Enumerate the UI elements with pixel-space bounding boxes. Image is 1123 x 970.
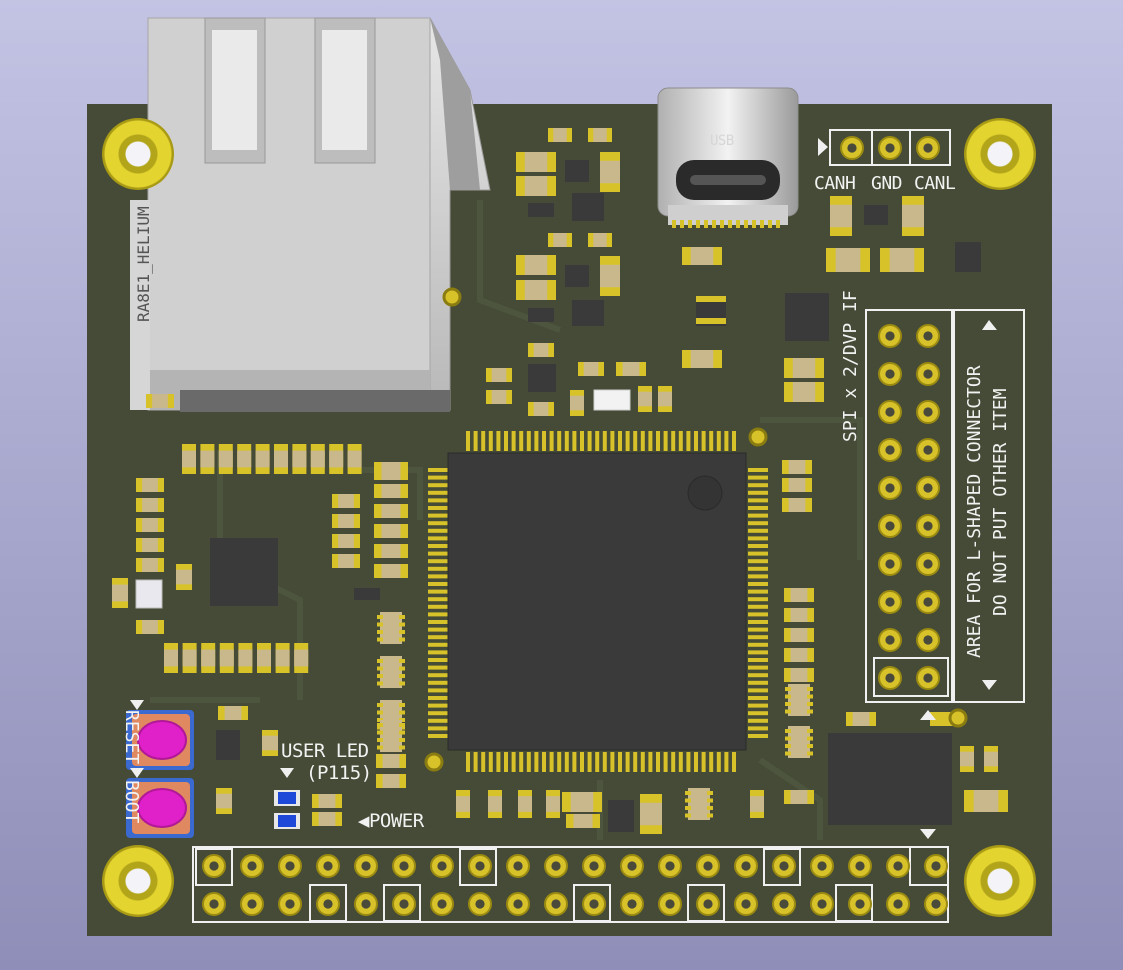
boot-label: BOOT — [121, 780, 142, 824]
power-module-chip — [828, 712, 956, 825]
crystal — [135, 579, 163, 609]
area-note-line1: AREA FOR L-SHAPED CONNECTOR — [964, 365, 985, 658]
pin-header-pads — [202, 136, 948, 916]
can-label-canl: CANL — [914, 173, 956, 194]
usb-marking: USB — [710, 133, 734, 149]
user-led-pin-label: (P115) — [306, 762, 372, 784]
fiducials — [424, 287, 968, 772]
spi-label: SPI x 2/DVP IF — [840, 290, 861, 442]
can-label-canh: CANH — [814, 173, 856, 194]
user-led-label: USER LED — [281, 740, 369, 762]
main-mcu-chip — [428, 431, 768, 772]
resistor-arrays — [377, 296, 813, 820]
mount-hole-bottom-right — [964, 845, 1036, 917]
smd-passives — [112, 128, 1008, 834]
silk-outlines — [192, 129, 1025, 923]
power-label: ◀POWER — [358, 810, 424, 832]
white-chip — [593, 389, 631, 411]
can-label-gnd: GND — [871, 173, 903, 194]
small-ics — [216, 160, 981, 832]
reset-label: RESET — [121, 710, 142, 765]
mount-hole-bottom-left — [102, 845, 174, 917]
boot-button[interactable] — [126, 778, 194, 838]
reset-button[interactable] — [126, 710, 194, 770]
mount-hole-top-left — [102, 118, 174, 190]
usb-c-connector — [657, 87, 799, 228]
area-note-line2: DO NOT PUT OTHER ITEM — [990, 388, 1011, 616]
qfn-chip — [210, 538, 278, 606]
silk-arrows — [130, 138, 997, 839]
led-indicators — [274, 790, 300, 829]
rj45-connector — [130, 17, 491, 412]
rj45-marking: RA8E1_HELIUM — [134, 206, 153, 322]
mount-hole-top-right — [964, 118, 1036, 190]
